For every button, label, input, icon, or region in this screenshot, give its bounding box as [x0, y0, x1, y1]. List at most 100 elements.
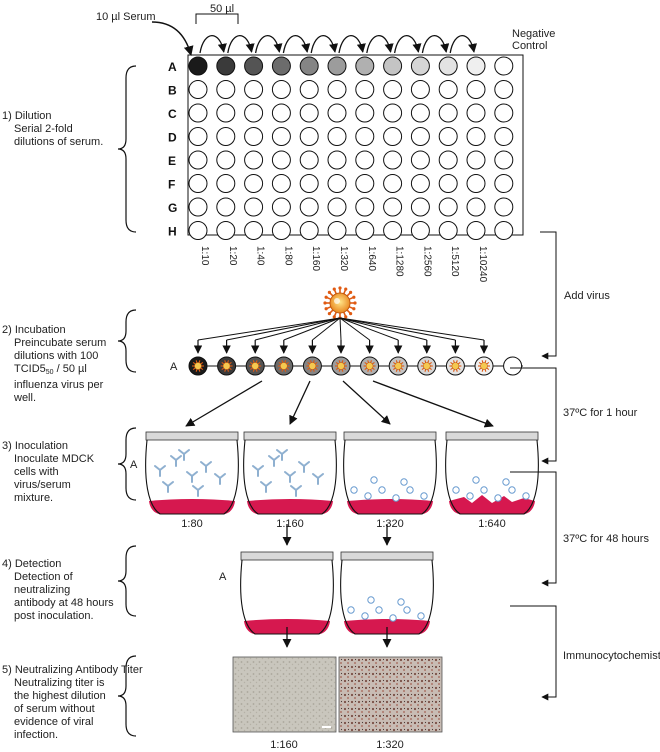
plate-well: [466, 56, 486, 76]
well-lid: [243, 431, 337, 441]
antibody-molecule: [192, 485, 204, 497]
plate-well: [410, 197, 430, 217]
plate-well: [188, 56, 208, 76]
culture-well: [243, 431, 337, 515]
plate-well: [410, 174, 430, 193]
virus-spike-tip: [349, 312, 353, 316]
step-brace: [117, 545, 137, 617]
plate-well: [438, 221, 458, 240]
step-1-title: 1) Dilution: [2, 110, 52, 122]
antibody-molecule: [290, 485, 302, 497]
plate-well: [466, 103, 486, 123]
serum-arrow: [151, 21, 194, 56]
virus-particle: [472, 476, 480, 484]
plate-well: [327, 197, 347, 217]
plate-well: [244, 103, 264, 123]
distribution-line: [197, 317, 341, 341]
step-2-title: 2) Incubation: [2, 324, 66, 336]
plate-well: [383, 127, 403, 146]
row-label: F: [168, 178, 175, 192]
plate-well: [410, 221, 430, 240]
virus-spike-tip: [353, 301, 357, 305]
virus-particle: [480, 486, 488, 494]
virus-particle: [389, 614, 397, 622]
antibody-molecule: [312, 473, 324, 485]
distribution-line: [339, 317, 370, 341]
incubation-well: [217, 356, 237, 376]
plate-well: [355, 174, 375, 193]
incubation-well: [274, 356, 294, 376]
transfer-arrow: [338, 34, 366, 54]
right-flow: [510, 231, 557, 701]
row-label: H: [168, 225, 177, 239]
plate-well: [188, 197, 208, 217]
transfer-arrow: [310, 34, 339, 54]
virus-spike-tip: [352, 295, 356, 299]
virus-particle: [508, 486, 516, 494]
step-braces: [117, 65, 137, 737]
row-label: G: [168, 201, 177, 215]
micrograph-label-2: 1:320: [376, 739, 404, 751]
step-2-text: 2) Incubation Preincubate serum dilution…: [2, 324, 122, 405]
dilution-label: 1:320: [338, 246, 349, 271]
distribution-line: [226, 317, 341, 341]
plate-well: [216, 127, 236, 146]
plate-well: [355, 150, 375, 170]
plate-well: [494, 221, 514, 240]
virus-particle: [347, 606, 355, 614]
incubation-well: [245, 356, 265, 376]
plate-well: [438, 56, 458, 76]
antibody-molecule: [284, 471, 296, 483]
serum-label: 10 µl Serum: [96, 11, 156, 23]
culture-media: [344, 619, 430, 634]
distribution-line: [312, 317, 341, 341]
micrograph-negative: [232, 656, 337, 733]
virus-particle: [494, 494, 502, 502]
inoculation-dilution-label: 1:160: [276, 518, 304, 530]
transfer-arrow: [254, 34, 283, 54]
transfer-arrow: [449, 34, 478, 54]
inoculation-to-detection-arrows: [282, 524, 392, 546]
culture-media: [449, 495, 535, 514]
step-2-desc-a: Preincubate serum dilutions with 100 TCI…: [14, 337, 107, 375]
plate-well: [438, 80, 458, 99]
plate-well: [355, 221, 375, 240]
plate-well: [216, 103, 236, 123]
plate-well: [327, 80, 347, 99]
distribution-line: [339, 317, 342, 341]
step-3-title: 3) Inoculation: [2, 440, 69, 452]
distribution-line: [283, 317, 341, 341]
step-brace: [117, 655, 137, 737]
step-1-desc: Serial 2-fold dilutions of serum.: [14, 123, 104, 148]
virus-spike-tip: [352, 307, 356, 311]
plate-well: [466, 127, 486, 146]
plate-well: [188, 221, 208, 240]
plate-well: [494, 127, 514, 146]
dilution-label: 1:5120: [449, 246, 460, 277]
virus-particle: [397, 598, 405, 606]
plate-well: [188, 80, 208, 99]
row-label: A: [168, 60, 177, 74]
well-lid: [343, 431, 437, 441]
plate-well: [438, 127, 458, 146]
antibody-molecule: [154, 465, 166, 477]
plate-well: [244, 174, 264, 193]
antibody-molecule: [200, 461, 212, 473]
step-3-text: 3) Inoculation Inoculate MDCK cells with…: [2, 440, 112, 505]
virus-spike-tip: [327, 312, 331, 316]
virus-particle: [417, 612, 425, 620]
incubation-well: [445, 356, 465, 376]
dilution-label: 1:10: [199, 246, 210, 266]
plate-well: [383, 80, 403, 99]
antibody-molecule: [276, 449, 288, 461]
negative-control-label: Negative Control: [512, 28, 558, 52]
plate-well: [466, 174, 486, 193]
distribution-line: [339, 317, 456, 341]
plate-well: [271, 103, 291, 123]
plate-well: [244, 221, 264, 240]
plate-well: [188, 150, 208, 170]
antibody-molecule: [214, 473, 226, 485]
culture-well: [145, 431, 239, 515]
immunocytochemistry-label: Immunocytochemistry: [563, 650, 660, 662]
